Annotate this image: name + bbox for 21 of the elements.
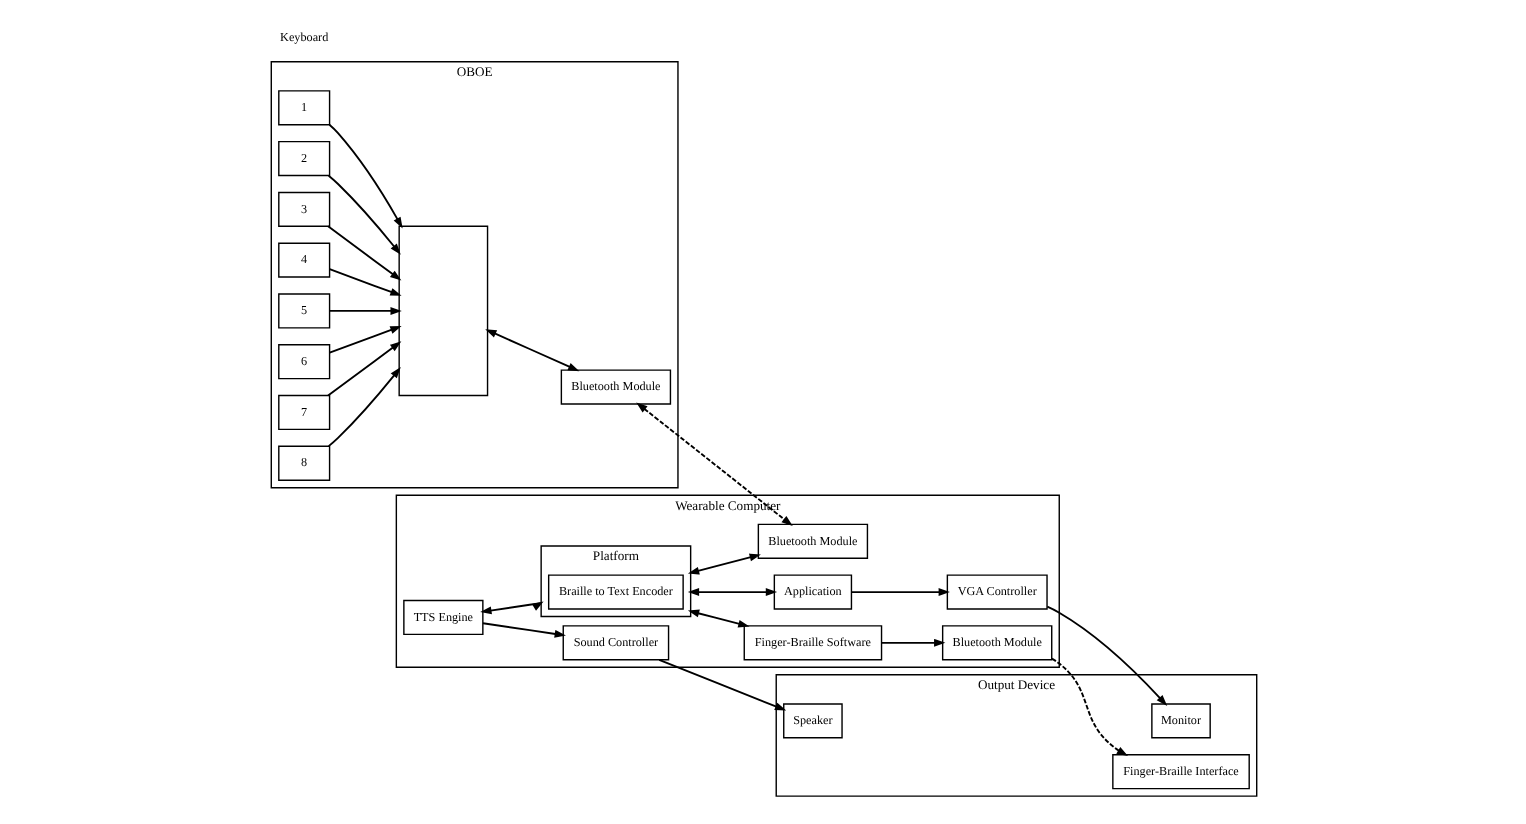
arrow	[326, 367, 400, 448]
arrow	[481, 622, 565, 638]
arrow	[484, 329, 579, 372]
arrow	[686, 588, 777, 597]
arrow	[327, 306, 401, 315]
arrow	[657, 658, 786, 711]
arrow	[635, 402, 792, 527]
arrow	[327, 123, 402, 229]
arrow	[1050, 657, 1127, 757]
arrow	[1045, 605, 1167, 707]
arrow	[327, 268, 401, 296]
node-box	[397, 225, 488, 397]
arrow	[849, 588, 949, 597]
arrow	[326, 174, 400, 255]
arrow	[686, 609, 749, 628]
arrow	[479, 601, 543, 615]
arrow	[686, 553, 760, 575]
arrow	[327, 326, 401, 354]
arrow	[326, 341, 401, 397]
arrow	[326, 225, 401, 281]
arrow	[879, 638, 945, 647]
